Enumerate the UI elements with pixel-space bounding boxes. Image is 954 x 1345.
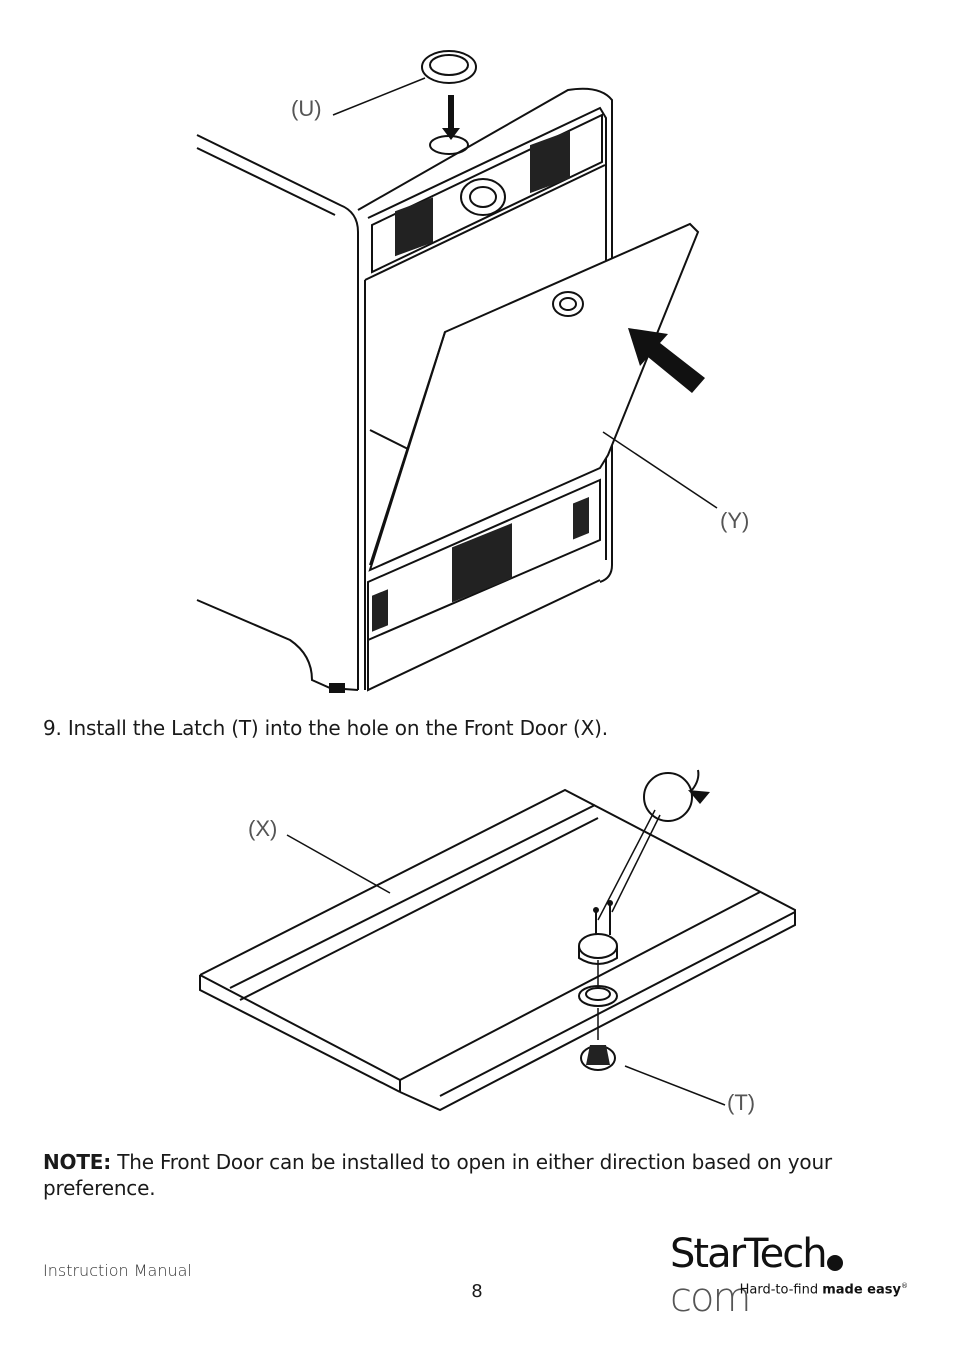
note-text: The Front Door can be installed to open … <box>43 1150 832 1200</box>
tagline-reg: ® <box>901 1282 908 1290</box>
page-number: 8 <box>471 1281 483 1302</box>
note-paragraph: NOTE: The Front Door can be installed to… <box>43 1149 903 1201</box>
logo-tagline: Hard-to-find made easy® <box>740 1282 908 1297</box>
logo-dot-icon <box>826 1255 843 1271</box>
label-t: (T) <box>727 1090 755 1115</box>
label-u: (U) <box>291 96 322 121</box>
logo-star: StarTech <box>670 1231 828 1277</box>
tagline-prefix: Hard-to-find <box>739 1282 823 1298</box>
logo-com: com <box>670 1275 751 1321</box>
front-door-latch-illustration: (X) (T) <box>199 769 796 1115</box>
tagline-bold: made easy <box>822 1282 901 1298</box>
label-y: (Y) <box>720 508 749 533</box>
note-lead: NOTE: <box>43 1150 112 1174</box>
cabinet-rear-door-illustration: (U) (Y) <box>196 50 749 693</box>
startech-logo: StarTechcom Hard-to-find made easy® <box>670 1232 910 1320</box>
label-x: (X) <box>248 816 277 841</box>
footer-manual-label: Instruction Manual <box>43 1261 192 1280</box>
logo-wordmark: StarTechcom <box>670 1232 910 1320</box>
step-9-instruction: 9. Install the Latch (T) into the hole o… <box>43 716 608 740</box>
